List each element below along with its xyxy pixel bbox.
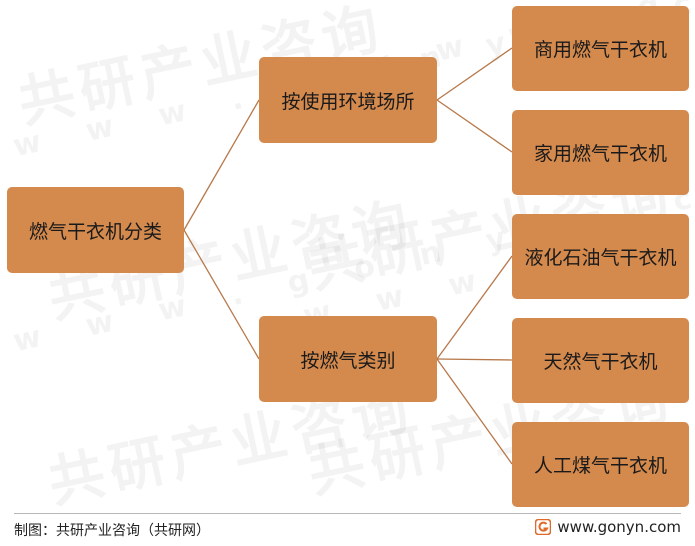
connector-group-1-to-leaf-4: [436, 358, 513, 465]
group-node-gas-type: 按燃气类别: [259, 316, 437, 402]
footer-url[interactable]: www.gonyn.com: [557, 518, 681, 536]
footer-divider: [14, 513, 681, 514]
gonyn-logo-icon: [535, 518, 552, 536]
group-node-label: 按燃气类别: [300, 349, 396, 372]
connector-root-to-group-1: [183, 229, 260, 360]
root-node: 燃气干衣机分类: [7, 187, 184, 273]
leaf-node-label: 商用燃气干衣机: [533, 39, 667, 61]
connector-root-to-group-0: [183, 99, 260, 231]
leaf-node-label: 家用燃气干衣机: [533, 143, 667, 165]
connector-group-1-to-leaf-3: [436, 358, 513, 361]
leaf-node-town-gas: 人工煤气干衣机: [512, 422, 689, 507]
leaf-node-label: 液化石油气干衣机: [524, 247, 677, 269]
footer-source: 制图：共研产业咨询（共研网）: [14, 523, 210, 539]
footer-brand: www.gonyn.com: [535, 518, 681, 536]
connector-lines: [183, 47, 513, 465]
leaf-node-household: 家用燃气干衣机: [512, 110, 689, 195]
connector-group-0-to-leaf-0: [436, 47, 513, 101]
group-node-environment: 按使用环境场所: [259, 57, 437, 143]
group-node-label: 按使用环境场所: [281, 90, 415, 113]
leaf-node-lpg: 液化石油气干衣机: [512, 214, 689, 299]
leaf-node-label: 人工煤气干衣机: [533, 455, 667, 477]
leaf-node-natural-gas: 天然气干衣机: [512, 318, 689, 403]
leaf-node-label: 天然气干衣机: [543, 351, 658, 373]
root-node-label: 燃气干衣机分类: [28, 220, 162, 243]
connector-group-1-to-leaf-2: [436, 255, 513, 360]
leaf-node-commercial: 商用燃气干衣机: [512, 6, 689, 91]
connector-group-0-to-leaf-1: [436, 99, 513, 153]
